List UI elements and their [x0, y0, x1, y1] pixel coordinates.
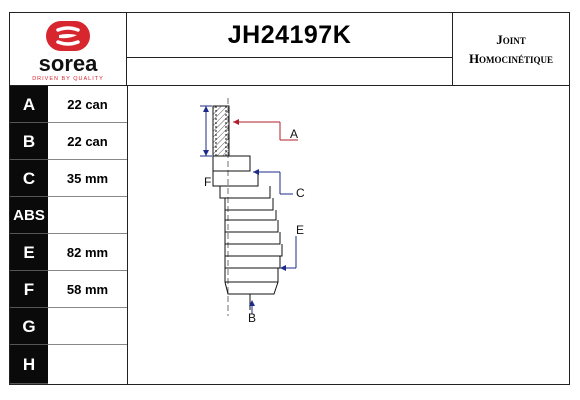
product-sheet: sorea DRIVEN BY QUALITY JH24197K Joint H…	[9, 12, 570, 385]
sorea-logo: sorea DRIVEN BY QUALITY	[32, 21, 104, 82]
spec-value	[48, 308, 127, 345]
spec-row-abs: ABS	[10, 197, 127, 234]
spec-table: A 22 can B 22 can C 35 mm ABS E 82 mm F …	[10, 86, 127, 384]
joint-drawing: A F C E	[127, 86, 569, 384]
spec-letter: ABS	[10, 197, 48, 234]
label-c: C	[296, 186, 305, 200]
label-f: F	[204, 175, 211, 189]
label-a: A	[290, 127, 298, 141]
dimension-f-span	[200, 105, 212, 157]
dimension-a-leader	[233, 119, 298, 141]
spec-letter: C	[10, 160, 48, 197]
spec-value: 58 mm	[48, 271, 127, 308]
label-b: B	[248, 311, 256, 325]
spec-value: 22 can	[48, 123, 127, 160]
spec-letter: G	[10, 308, 48, 345]
description-line-2: Homocinétique	[468, 51, 554, 66]
spec-row-f: F 58 mm	[10, 271, 127, 308]
dimension-c-leader	[253, 169, 293, 195]
spec-row-a: A 22 can	[10, 86, 127, 123]
joint-outline	[212, 98, 283, 316]
label-e: E	[296, 223, 304, 237]
cv-joint-diagram: A F C E	[200, 98, 305, 325]
reference-subcell	[127, 58, 453, 86]
part-description: Joint Homocinétique	[453, 13, 569, 86]
spec-letter: A	[10, 86, 48, 123]
spec-value	[48, 197, 127, 234]
dimension-e-leader	[280, 236, 297, 271]
logo-emblem	[46, 21, 90, 51]
dimension-b-leader	[249, 300, 255, 314]
description-line-1: Joint	[496, 32, 526, 47]
spec-row-b: B 22 can	[10, 123, 127, 160]
brand-logo-cell: sorea DRIVEN BY QUALITY	[10, 13, 127, 86]
spec-value: 82 mm	[48, 234, 127, 271]
spec-letter: F	[10, 271, 48, 308]
spec-letter: B	[10, 123, 48, 160]
spec-letter: E	[10, 234, 48, 271]
spec-row-e: E 82 mm	[10, 234, 127, 271]
logo-tagline: DRIVEN BY QUALITY	[32, 76, 104, 82]
part-reference: JH24197K	[127, 13, 453, 58]
spec-value: 22 can	[48, 86, 127, 123]
spec-value	[48, 345, 127, 384]
spec-row-c: C 35 mm	[10, 160, 127, 197]
logo-wordmark: sorea	[39, 51, 98, 76]
spec-row-g: G	[10, 308, 127, 345]
spec-letter: H	[10, 345, 48, 384]
spec-value: 35 mm	[48, 160, 127, 197]
spec-row-h: H	[10, 345, 127, 384]
